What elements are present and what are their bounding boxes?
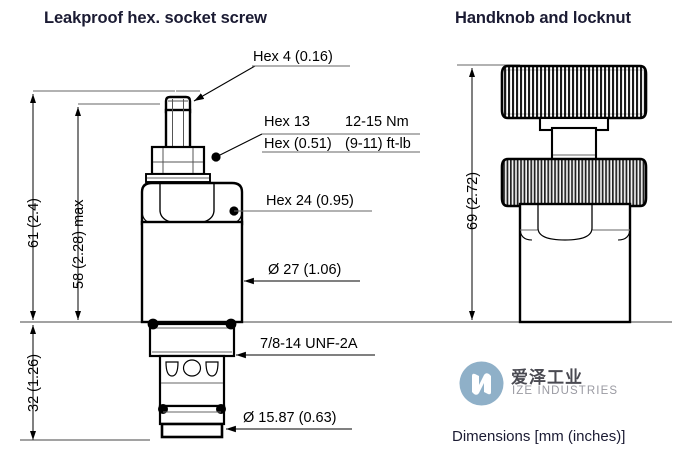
dimension-label-61: 61 (2.4): [26, 198, 42, 248]
leader-lines: [193, 65, 420, 433]
callout-hex13-inch: Hex (0.51): [264, 136, 332, 152]
company-logo: 爱泽工业 IZE INDUSTRIES: [459, 361, 649, 409]
callout-hex13-metric: Hex 13: [264, 114, 310, 130]
logo-mark-icon: [459, 361, 504, 406]
knob-neck: [538, 116, 610, 163]
handknob: [500, 64, 648, 120]
locknut: [500, 157, 648, 208]
cartridge-nose: [158, 404, 226, 439]
cartridge-thread-section: [158, 354, 226, 408]
left-view-valve: [20, 65, 672, 441]
hex24-collar: [140, 181, 244, 226]
hex13-nut: [145, 145, 211, 183]
dimension-label-58: 58 (2.28) max: [71, 199, 87, 289]
valve-body: [140, 220, 244, 324]
callout-thread: 7/8-14 UNF-2A: [260, 336, 358, 352]
knob-body: [518, 202, 632, 324]
dimension-label-32: 32 (1.26): [26, 353, 42, 412]
right-view-handknob: [457, 64, 648, 324]
adjustment-stem: [164, 95, 192, 150]
units-note: Dimensions [mm (inches)]: [452, 428, 626, 445]
callout-torque-ftlb: (9-11) ft-lb: [345, 136, 411, 152]
callout-hex24: Hex 24 (0.95): [266, 193, 354, 209]
dimension-label-69: 69 (2.72): [465, 171, 481, 230]
cartridge-top-flange: [147, 318, 237, 358]
logo-name-en: IZE INDUSTRIES: [512, 385, 619, 397]
callout-dia1587: Ø 15.87 (0.63): [243, 410, 337, 426]
heading-right: Handknob and locknut: [455, 9, 631, 27]
callout-torque-nm: 12-15 Nm: [345, 114, 409, 130]
heading-left: Leakproof hex. socket screw: [44, 9, 267, 27]
extension-lines: [33, 90, 200, 105]
callout-dia27: Ø 27 (1.06): [268, 262, 342, 278]
logo-name-cn: 爱泽工业: [511, 368, 583, 387]
callout-hex4: Hex 4 (0.16): [253, 49, 333, 65]
